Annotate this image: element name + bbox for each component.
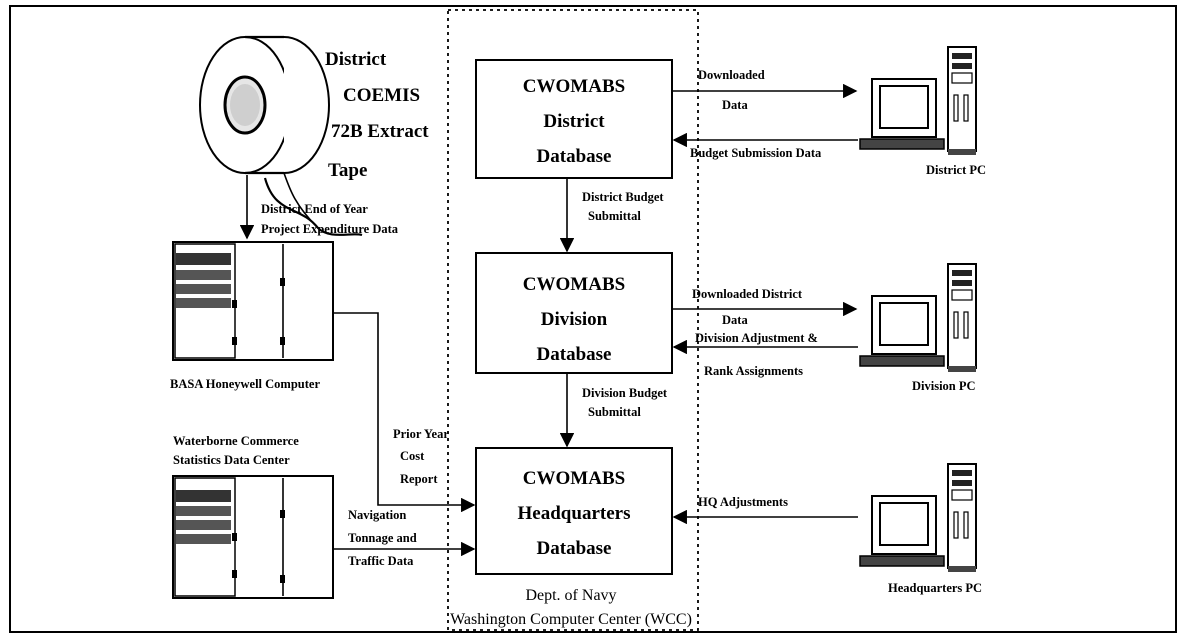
district-box-line-2: District — [543, 111, 605, 132]
district-budget-label-1: District Budget — [582, 190, 664, 204]
division-pc-label: Division PC — [912, 379, 976, 393]
district-box-line-3: Database — [537, 146, 612, 167]
tape-flow-label-1: District End of Year — [261, 202, 368, 216]
tape-label-2: COEMIS — [343, 85, 420, 106]
tape-label-4: Tape — [328, 160, 367, 181]
district-pc-label: District PC — [926, 163, 986, 177]
hq-box-line-1: CWOMABS — [523, 468, 625, 489]
district-downloaded-label-1: Downloaded — [698, 68, 765, 82]
tape-label-3: 72B Extract — [331, 121, 429, 142]
waterborne-flow-label-1: Navigation — [348, 508, 406, 522]
division-downloaded-label-2: Data — [722, 313, 748, 327]
basa-flow-label-3: Report — [400, 472, 438, 486]
division-adjust-label-2: Rank Assignments — [704, 364, 803, 378]
desktop-pc-icon — [860, 264, 976, 372]
division-downloaded-label-1: Downloaded District — [692, 287, 803, 301]
wcc-label-2: Washington Computer Center (WCC) — [450, 611, 692, 628]
hq-box-line-3: Database — [537, 538, 612, 559]
mainframe-icon — [173, 476, 333, 598]
waterborne-flow-label-3: Traffic Data — [348, 554, 414, 568]
hq-adjust-label: HQ Adjustments — [698, 495, 788, 509]
waterborne-label-2: Statistics Data Center — [173, 453, 290, 467]
hq-pc-label: Headquarters PC — [888, 581, 982, 595]
tape-label-1: District — [325, 49, 387, 70]
hq-box-line-2: Headquarters — [518, 503, 631, 524]
division-box-line-3: Database — [537, 344, 612, 365]
basa-flow-label-1: Prior Year — [393, 427, 449, 441]
desktop-pc-icon — [860, 464, 976, 572]
district-budget-submission-label: Budget Submission Data — [690, 146, 822, 160]
waterborne-flow-label-2: Tonnage and — [348, 531, 417, 545]
mainframe-icon — [173, 242, 333, 360]
waterborne-label-1: Waterborne Commerce — [173, 434, 299, 448]
division-box-line-1: CWOMABS — [523, 274, 625, 295]
district-downloaded-label-2: Data — [722, 98, 748, 112]
district-box-line-1: CWOMABS — [523, 76, 625, 97]
district-budget-label-2: Submittal — [588, 209, 641, 223]
division-box-line-2: Division — [541, 309, 608, 330]
basa-label: BASA Honeywell Computer — [170, 377, 320, 391]
desktop-pc-icon — [860, 47, 976, 155]
division-budget-label-1: Division Budget — [582, 386, 668, 400]
division-budget-label-2: Submittal — [588, 405, 641, 419]
basa-flow-label-2: Cost — [400, 449, 425, 463]
wcc-label-1: Dept. of Navy — [525, 587, 616, 604]
division-adjust-label-1: Division Adjustment & — [695, 331, 818, 345]
tape-flow-label-2: Project Expenditure Data — [261, 222, 399, 236]
